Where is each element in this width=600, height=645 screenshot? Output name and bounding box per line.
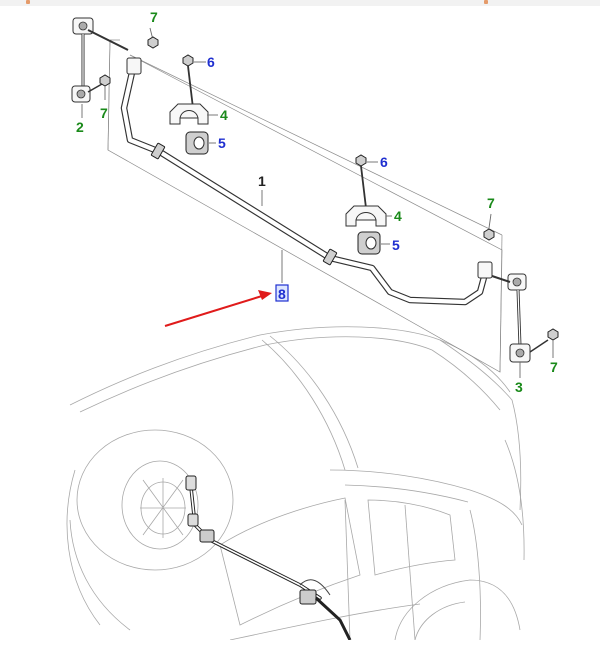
toolbar-marker-icon bbox=[484, 0, 488, 4]
bushing-right bbox=[357, 231, 381, 255]
bar-collar-right bbox=[322, 248, 338, 266]
installed-link-top bbox=[185, 475, 197, 491]
installed-stabilizer-bar bbox=[185, 475, 352, 641]
callout-6-right[interactable]: 6 bbox=[380, 154, 388, 170]
callout-7-top[interactable]: 7 bbox=[150, 9, 158, 25]
callout-1[interactable]: 1 bbox=[258, 173, 266, 189]
stabilizer-bar bbox=[120, 57, 493, 306]
callout-labels: 1 2 3 4 4 5 5 6 6 7 7 7 7 8 bbox=[76, 9, 558, 395]
vehicle-outline bbox=[66, 326, 525, 641]
callout-4-right[interactable]: 4 bbox=[394, 208, 402, 224]
callout-6-left[interactable]: 6 bbox=[207, 54, 215, 70]
callout-3[interactable]: 3 bbox=[515, 379, 523, 395]
nut-right-bottom bbox=[547, 328, 559, 358]
callout-5-right[interactable]: 5 bbox=[392, 237, 400, 253]
leader-lines bbox=[81, 61, 521, 378]
bolt-left bbox=[182, 54, 194, 109]
bracket-right bbox=[345, 205, 387, 227]
callout-8-highlight bbox=[275, 284, 289, 302]
toolbar-marker-icon bbox=[26, 0, 30, 4]
nut-top-left bbox=[147, 27, 159, 49]
nut-mid-left bbox=[99, 74, 111, 100]
nut-right-top bbox=[483, 213, 495, 241]
bracket-left bbox=[169, 103, 209, 125]
callout-7-left[interactable]: 7 bbox=[100, 105, 108, 121]
installed-link-bottom bbox=[187, 513, 199, 527]
red-arrow-icon bbox=[164, 290, 272, 327]
installed-bushing-right bbox=[299, 589, 317, 605]
callout-7-right-top[interactable]: 7 bbox=[487, 195, 495, 211]
bolt-right bbox=[355, 154, 367, 209]
bar-collar-left bbox=[150, 142, 166, 160]
bushing-left bbox=[185, 131, 209, 155]
callout-8[interactable]: 8 bbox=[278, 286, 286, 302]
exploded-view-frame bbox=[107, 39, 503, 373]
drop-link-left bbox=[71, 17, 129, 103]
top-toolbar-strip bbox=[0, 0, 600, 6]
installed-bushing-left bbox=[199, 529, 215, 543]
bar-end-right bbox=[477, 261, 493, 279]
callout-2[interactable]: 2 bbox=[76, 119, 84, 135]
callout-4-left[interactable]: 4 bbox=[220, 107, 228, 123]
drop-link-right bbox=[491, 273, 549, 363]
callout-7-right-bottom[interactable]: 7 bbox=[550, 359, 558, 375]
callout-5-left[interactable]: 5 bbox=[218, 135, 226, 151]
bar-end-left bbox=[126, 57, 142, 75]
